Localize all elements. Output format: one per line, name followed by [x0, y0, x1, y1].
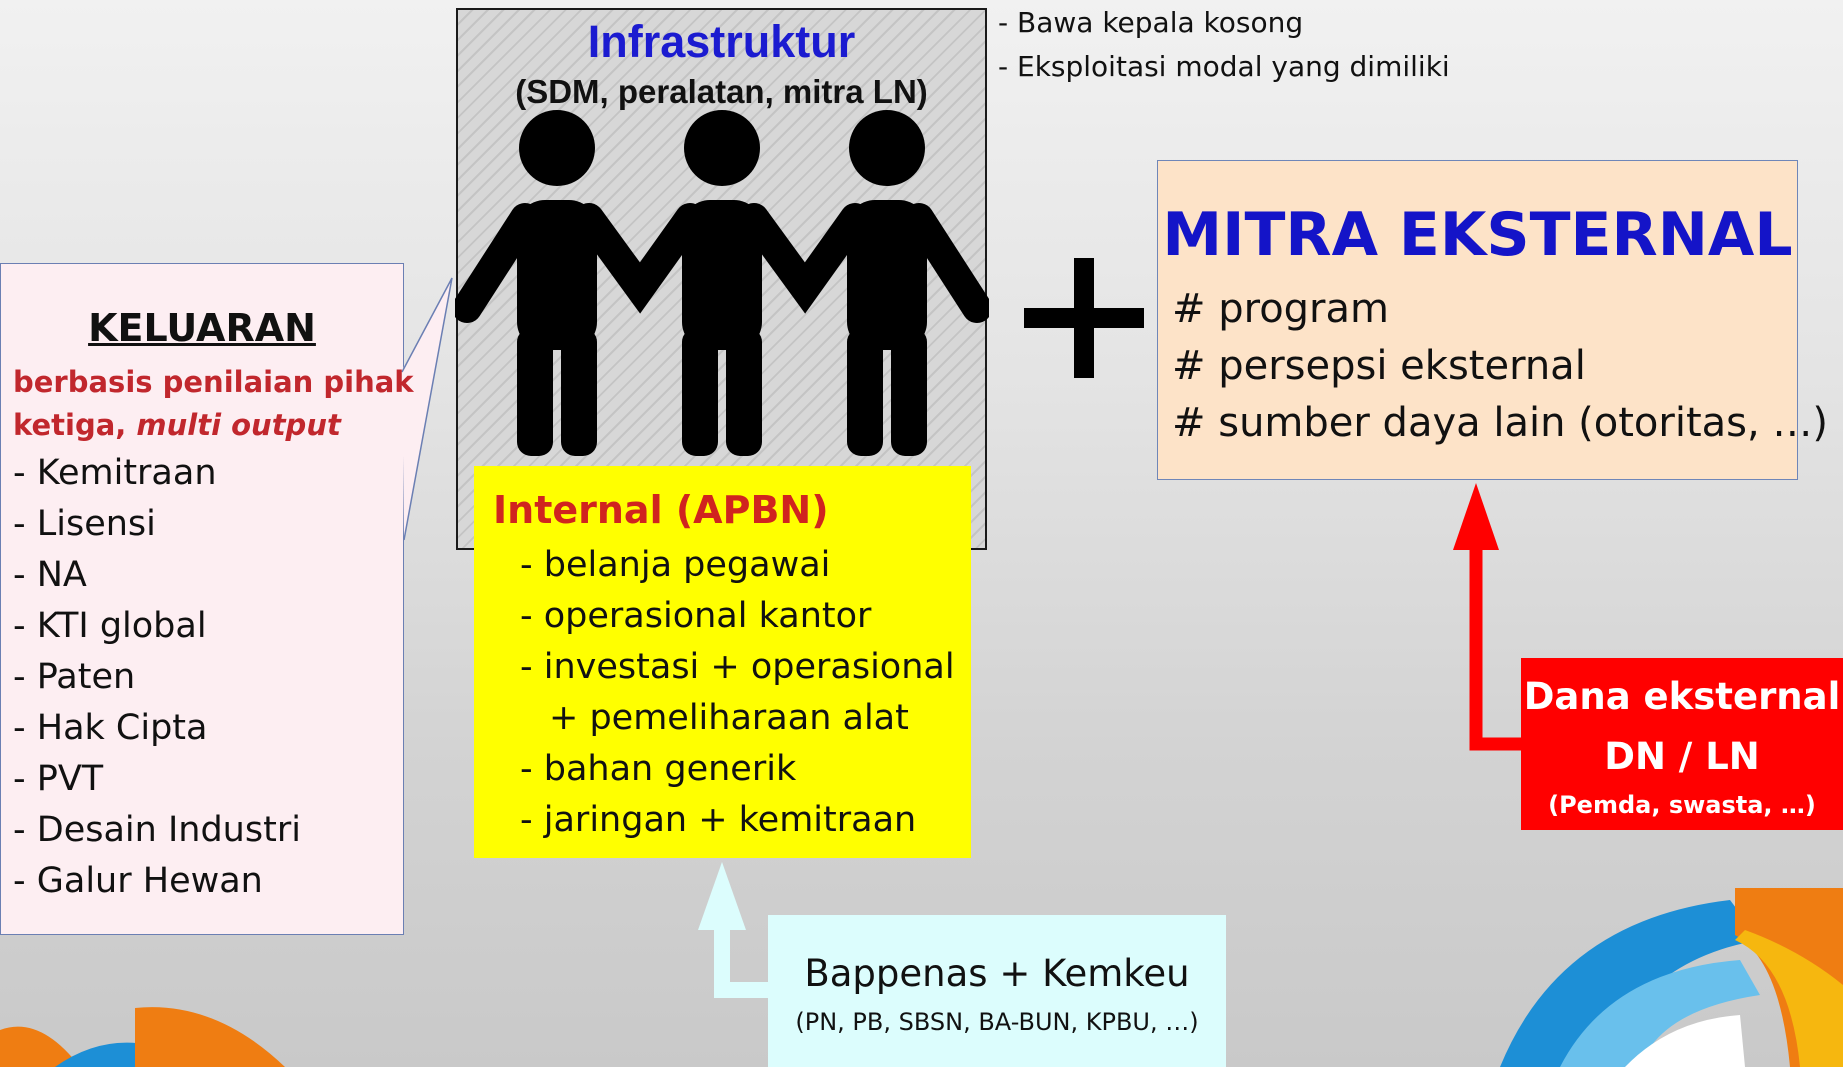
deco-arc-blue-right — [1500, 900, 1760, 1067]
person-body-middle — [682, 200, 762, 350]
keluaran-item: - KTI global — [13, 606, 207, 646]
keluaran-item: - Kemitraan — [13, 453, 217, 493]
keluaran-title: KELUARAN — [88, 306, 316, 350]
keluaran-item: - PVT — [13, 759, 104, 799]
mitra-item: # persepsi eksternal — [1172, 343, 1586, 389]
internal-item: - bahan generik — [520, 749, 797, 789]
keluaran-item: - Paten — [13, 657, 136, 697]
internal-item: + pemeliharaan alat — [549, 698, 909, 738]
bappenas-title: Bappenas + Kemkeu — [804, 952, 1190, 995]
person-body-right — [847, 200, 927, 350]
deco-arc-orange-left — [0, 1026, 80, 1067]
internal-title: Internal (APBN) — [493, 488, 829, 532]
internal-item: - jaringan + kemitraan — [520, 800, 917, 840]
keluaran-item: - NA — [13, 555, 87, 595]
mitra-item: # program — [1172, 286, 1389, 332]
keluaran-item: - Hak Cipta — [13, 708, 208, 748]
keluaran-callout — [0, 263, 404, 935]
note-bawa-kepala: - Bawa kepala kosong — [998, 6, 1304, 39]
keluaran-desc-line2: ketiga, multi output — [13, 408, 341, 442]
keluaran-desc-italic: multi output — [136, 408, 341, 442]
deco-arc-lightblue-right — [1560, 960, 1760, 1067]
mitra-eksternal-box — [1157, 160, 1798, 480]
note-eksploitasi: - Eksploitasi modal yang dimiliki — [998, 50, 1450, 83]
bappenas-box — [768, 915, 1226, 1067]
person-body-left — [517, 200, 597, 350]
dana-eksternal-box — [1521, 658, 1843, 830]
internal-apbn-box — [474, 466, 971, 858]
bappenas-detail: (PN, PB, SBSN, BA-BUN, KPBU, …) — [795, 1008, 1199, 1036]
keluaran-item: - Desain Industri — [13, 810, 301, 850]
keluaran-desc-line1: berbasis penilaian pihak — [13, 365, 414, 399]
deco-arc-blue-left — [55, 1042, 160, 1067]
mitra-item: # sumber daya lain (otoritas, …) — [1172, 400, 1829, 446]
person-head-right — [849, 110, 925, 186]
dana-title: Dana eksternal — [1523, 675, 1841, 718]
person-head-left — [519, 110, 595, 186]
dana-subtitle: DN / LN — [1604, 735, 1760, 778]
infrastruktur-subtitle: (SDM, peralatan, mitra LN) — [515, 73, 928, 110]
people-holding-hands-icon — [455, 110, 989, 456]
internal-item: - investasi + operasional — [520, 647, 955, 687]
internal-item: - operasional kantor — [520, 596, 872, 636]
deco-arc-yellow-right — [1735, 930, 1843, 1067]
mitra-title: MITRA EKSTERNAL — [1162, 200, 1793, 270]
internal-item: - belanja pegawai — [520, 545, 831, 585]
deco-arc-white-right — [1625, 1015, 1745, 1067]
keluaran-desc-normal: ketiga, — [13, 408, 137, 442]
keluaran-item: - Lisensi — [13, 504, 156, 544]
keluaran-item: - Galur Hewan — [13, 861, 263, 901]
dana-detail: (Pemda, swasta, …) — [1548, 791, 1816, 819]
infrastruktur-title: Infrastruktur — [587, 16, 856, 67]
plus-sign — [1024, 258, 1144, 378]
deco-arc-orange-left-2 — [135, 1007, 285, 1067]
person-head-middle — [684, 110, 760, 186]
